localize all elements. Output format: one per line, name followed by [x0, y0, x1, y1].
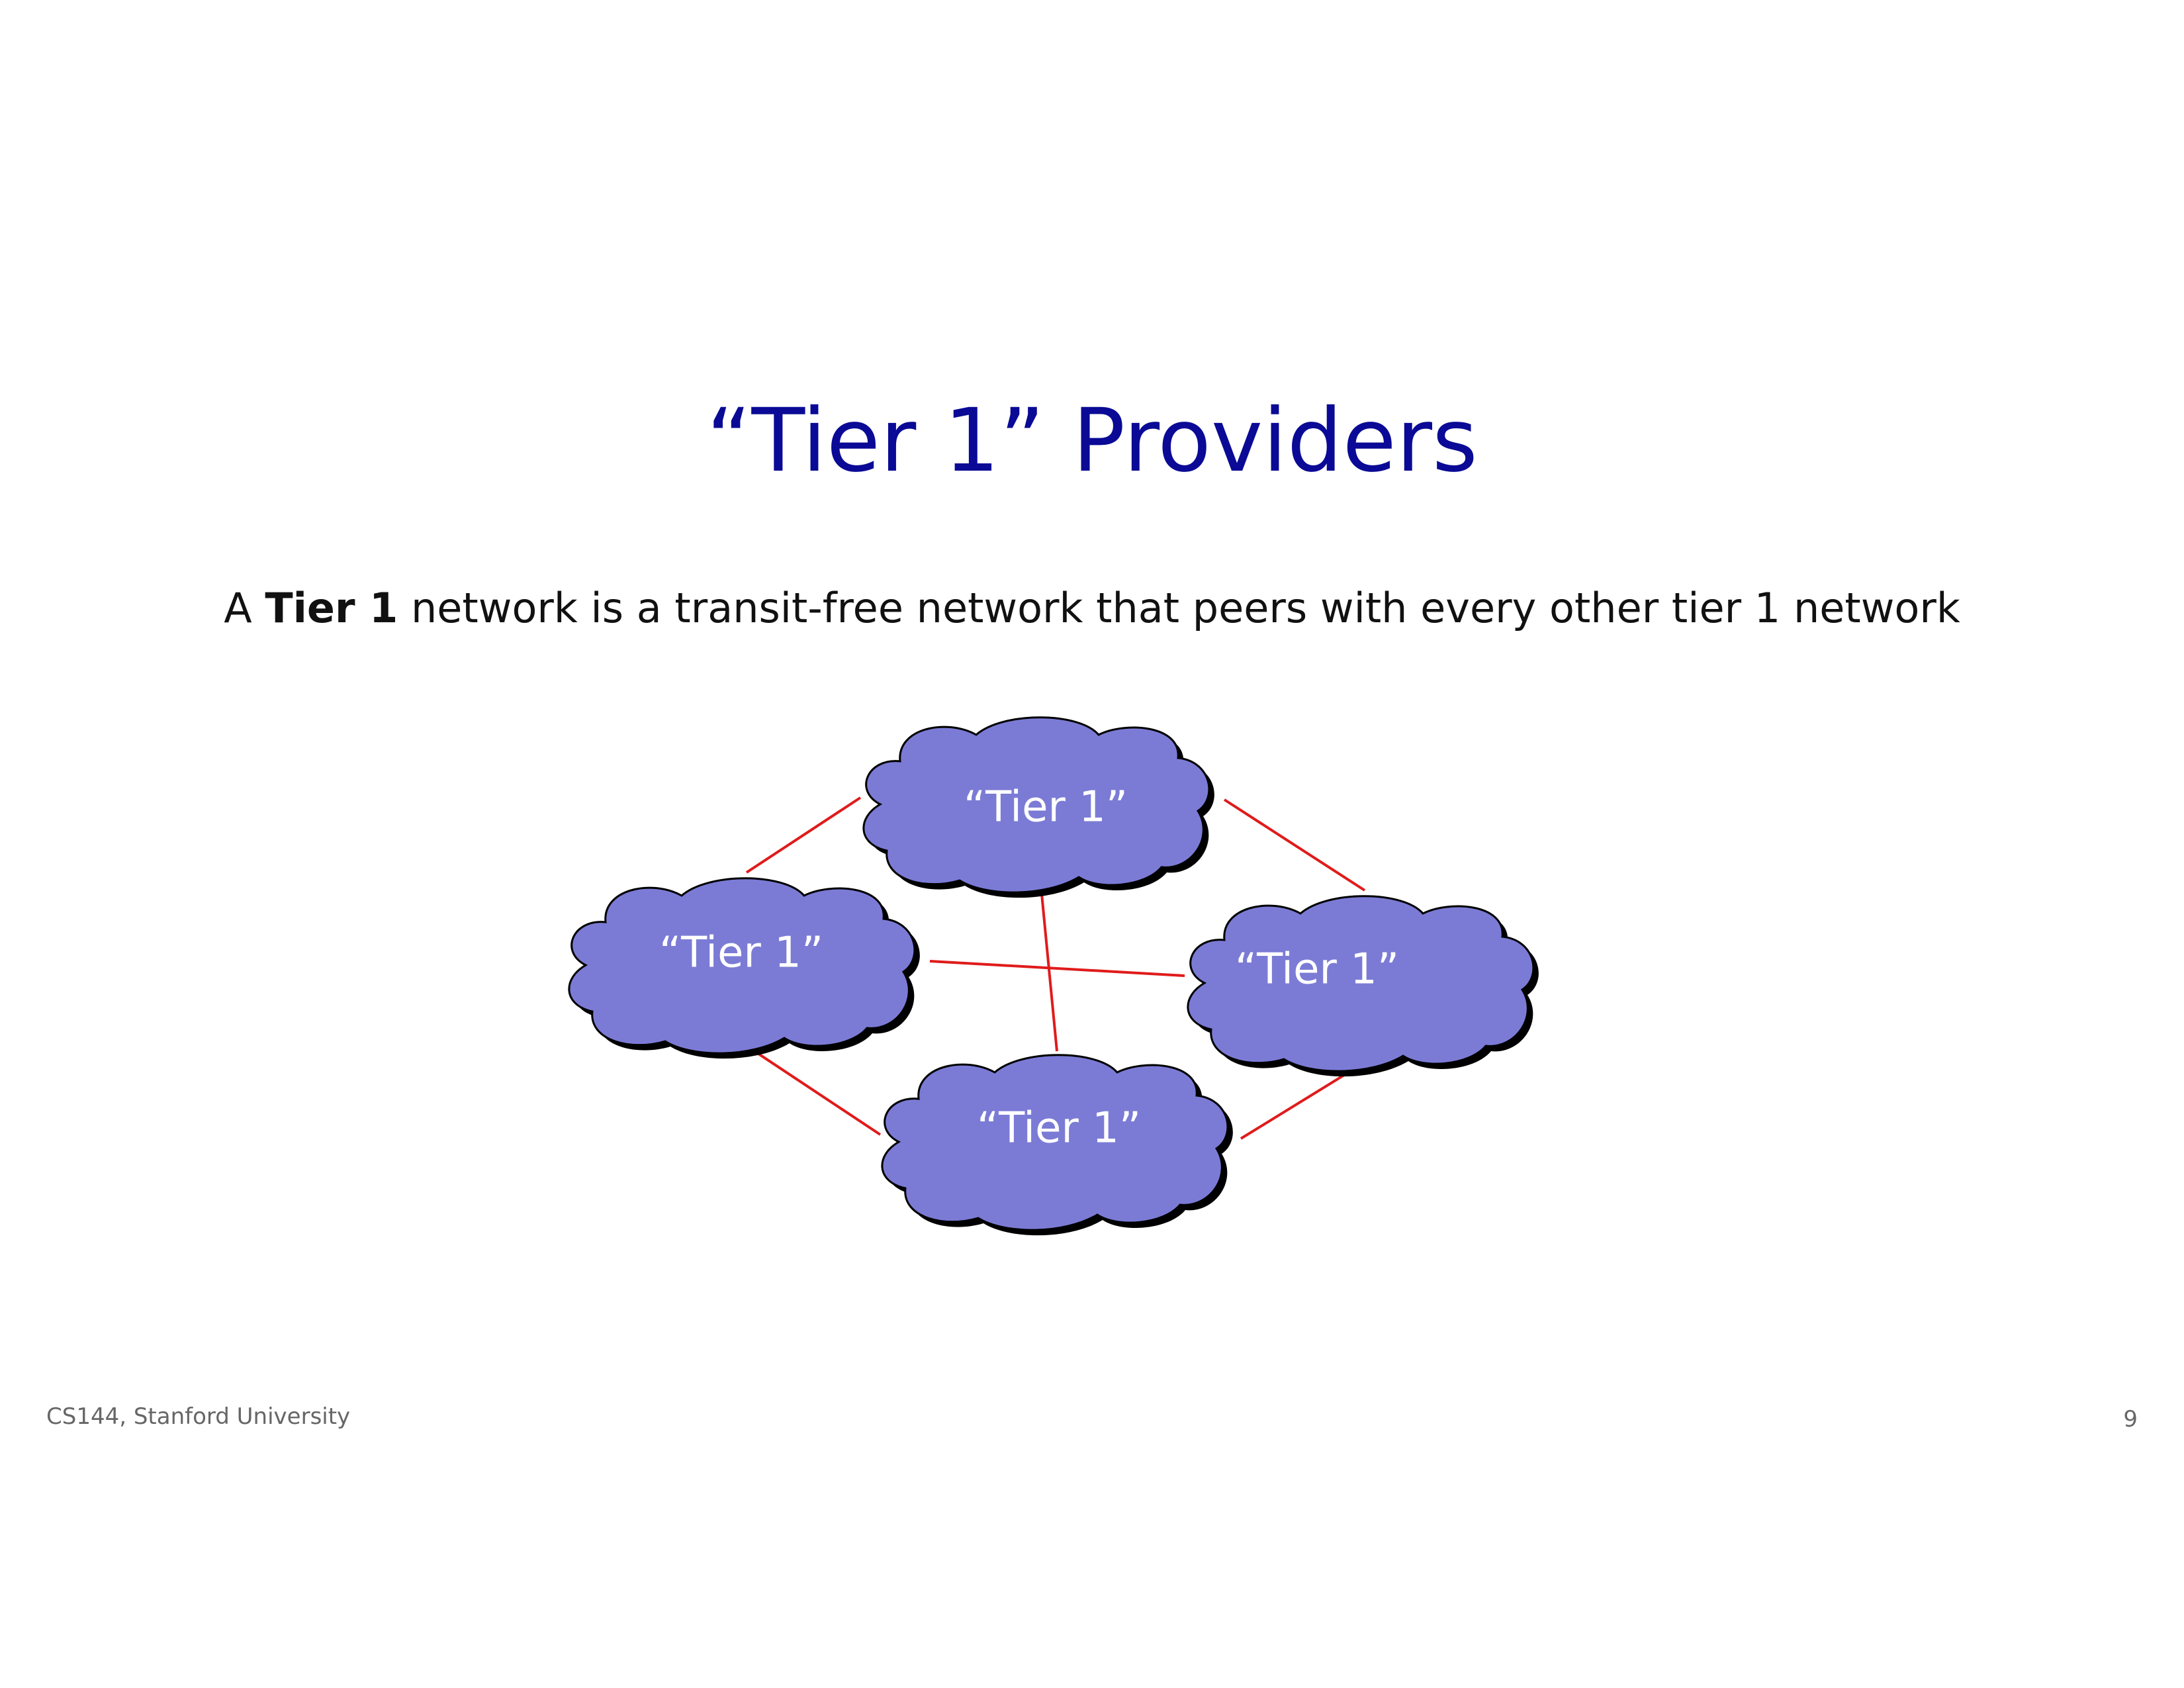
link-top-right [1223, 798, 1366, 892]
link-left-right [929, 960, 1185, 977]
cloud-label-top: “Tier 1” [964, 783, 1128, 832]
peering-links [745, 796, 1366, 1140]
cloud-label-right: “Tier 1” [1235, 945, 1399, 994]
cloud-label-bottom: “Tier 1” [977, 1104, 1141, 1153]
link-left-bottom [745, 1045, 882, 1136]
page-number: 9 [2123, 1406, 2138, 1432]
link-top-left [745, 796, 862, 874]
cloud-top: “Tier 1” [862, 716, 1214, 898]
cloud-label-left: “Tier 1” [659, 929, 823, 978]
cloud-bottom: “Tier 1” [881, 1054, 1233, 1236]
slide-title: “Tier 1” Providers [706, 390, 1478, 492]
definition-rest: network is a transit-free network that p… [398, 584, 1960, 632]
cloud-right: “Tier 1” [1187, 895, 1539, 1077]
definition-term: Tier 1 [265, 584, 398, 632]
cloud-left: “Tier 1” [568, 877, 920, 1059]
footer-course: CS144, Stanford University [46, 1403, 351, 1430]
definition-text: A Tier 1 network is a transit-free netwo… [0, 584, 2184, 632]
definition-prefix: A [224, 584, 265, 632]
